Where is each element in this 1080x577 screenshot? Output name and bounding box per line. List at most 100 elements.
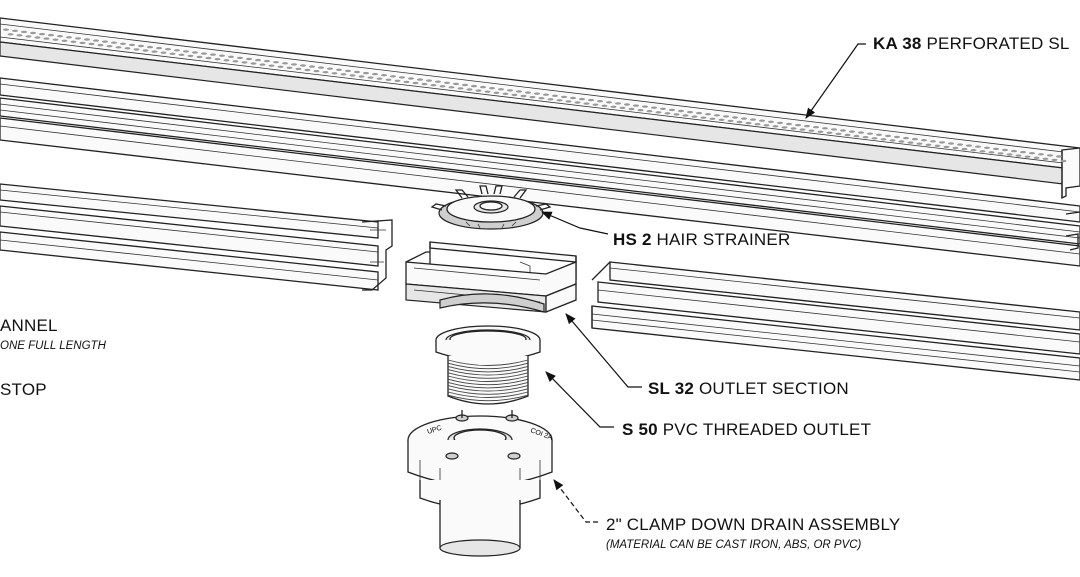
perforation-hole	[705, 113, 711, 116]
perforation-hole	[124, 47, 131, 50]
perforation-hole	[286, 66, 293, 70]
perforation-hole	[543, 93, 549, 96]
perforation-hole	[358, 75, 365, 78]
perforation-hole	[795, 123, 801, 127]
perforation-hole	[885, 134, 891, 138]
perforation-hole	[853, 134, 860, 138]
perforation-hole	[120, 42, 126, 45]
perforation-hole	[858, 131, 864, 134]
perforation-hole	[327, 67, 333, 70]
label-end-stop-text: STOP	[0, 380, 47, 399]
thread-line	[447, 362, 529, 370]
perforation-hole	[696, 111, 702, 115]
perforation-hole	[732, 116, 738, 119]
label-grate-text: PERFORATED SL	[926, 34, 1070, 53]
perforation-hole	[97, 43, 104, 47]
perforation-hole	[1042, 157, 1049, 160]
perforation-hole	[75, 37, 81, 40]
perforation-hole	[498, 88, 504, 91]
perforation-hole	[709, 117, 716, 121]
perforation-hole	[169, 52, 176, 55]
perforation-hole	[142, 49, 149, 52]
perforation-hole	[790, 127, 797, 130]
perforation-hole	[997, 152, 1004, 155]
assembly-stamp-left: UPC	[426, 425, 442, 436]
perforation-hole	[403, 80, 410, 84]
perforation-hole	[345, 69, 351, 73]
thread-line	[447, 391, 529, 398]
perforation-hole	[129, 43, 135, 47]
perforation-hole	[682, 114, 689, 117]
perforation-hole	[367, 76, 374, 79]
perforation-hole	[750, 118, 756, 121]
perforation-hole	[390, 75, 396, 78]
perforation-hole	[876, 133, 882, 136]
perforation-hole	[219, 54, 225, 57]
perforation-hole	[237, 56, 243, 60]
thread-line	[447, 385, 529, 392]
thread-line	[447, 381, 529, 389]
perforation-hole	[439, 85, 446, 88]
label-threaded-outlet: S 50 PVC THREADED OUTLET	[622, 420, 871, 440]
label-threaded-outlet-text: PVC THREADED OUTLET	[662, 420, 872, 439]
perforation-hole	[430, 84, 437, 87]
clamp-down-drain-assembly: UPC COI 2A	[407, 410, 554, 557]
perforation-hole	[277, 65, 284, 69]
perforation-hole	[642, 105, 648, 108]
perforation-hole	[993, 147, 999, 151]
perforation-hole	[664, 112, 671, 115]
perforation-hole	[7, 33, 14, 36]
perforation-hole	[840, 129, 846, 132]
perforation-hole	[133, 48, 140, 51]
label-channel: ANNEL	[0, 316, 58, 336]
perforation-hole	[592, 103, 599, 106]
perforation-hole	[961, 147, 968, 151]
perforation-hole	[633, 104, 639, 107]
thread-line	[447, 378, 529, 386]
perforation-hole	[916, 142, 923, 145]
perforation-hole	[318, 66, 324, 69]
perforation-hole	[921, 139, 927, 142]
perforation-hole	[898, 140, 905, 143]
perforation-hole	[70, 40, 77, 43]
perforation-hole	[30, 31, 36, 35]
perforation-hole	[957, 143, 963, 146]
clamp-bolts	[445, 410, 521, 460]
perforation-hole	[448, 86, 455, 89]
perforation-hole	[183, 50, 189, 53]
perforation-hole	[39, 32, 45, 36]
perforation-hole	[601, 104, 608, 108]
perforation-hole	[417, 78, 423, 81]
perforation-hole	[273, 61, 279, 64]
perforation-hole	[48, 33, 54, 37]
perforation-hole	[421, 82, 428, 86]
label-drain-assembly-note: (MATERIAL CAN BE CAST IRON, ABS, OR PVC)	[606, 539, 862, 551]
perforation-hole	[453, 82, 459, 86]
perforation-hole	[768, 120, 774, 124]
perforation-hole	[111, 41, 117, 44]
perforation-hole	[907, 141, 914, 144]
perforation-hole	[889, 139, 896, 142]
label-strainer-text: HAIR STRAINER	[656, 230, 791, 249]
perforation-hole	[16, 34, 23, 37]
perforation-hole	[246, 57, 252, 61]
perforation-hole	[25, 35, 32, 38]
label-outlet-section-code: SL 32	[648, 379, 695, 398]
perforation-hole	[385, 78, 392, 82]
perforation-hole	[304, 68, 311, 72]
perforation-hole	[903, 136, 909, 140]
perforation-hole	[948, 142, 954, 145]
label-hair-strainer: HS 2 HAIR STRAINER	[613, 230, 790, 250]
perforation-hole	[970, 149, 977, 152]
perforation-hole	[115, 46, 122, 49]
perforation-hole	[552, 94, 558, 98]
perforation-hole	[232, 60, 239, 63]
perforation-hole	[1002, 148, 1008, 152]
perforation-hole	[736, 120, 743, 124]
perforation-hole	[646, 110, 653, 113]
perforation-hole	[250, 62, 257, 65]
leader-lines	[541, 43, 866, 523]
perforation-hole	[187, 54, 194, 58]
perforation-hole	[813, 126, 819, 129]
perforation-hole	[84, 38, 90, 41]
